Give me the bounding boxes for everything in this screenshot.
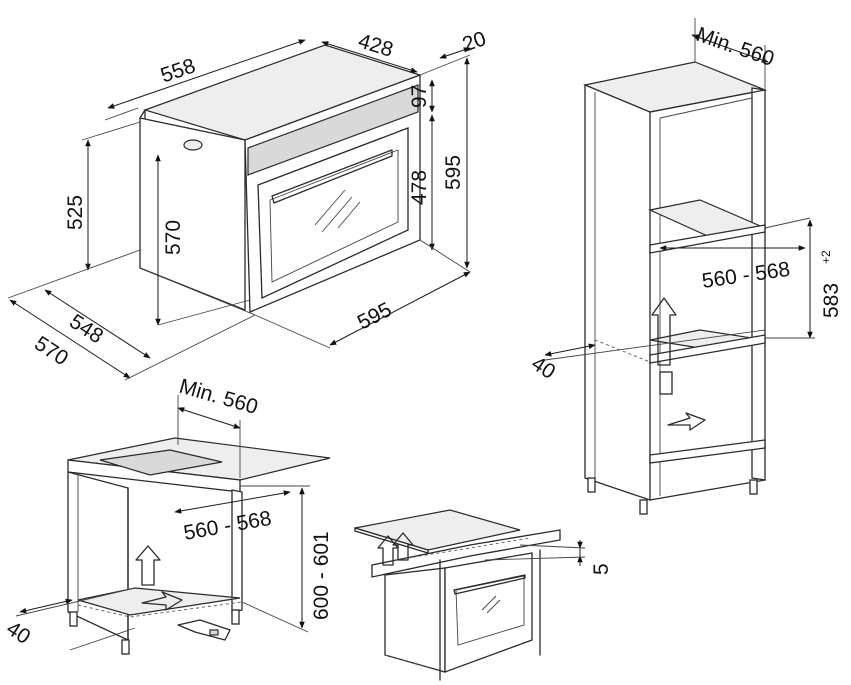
dim-line-min560-bottom — [177, 407, 241, 429]
dim-line-min560 — [691, 34, 769, 63]
ext-line — [419, 239, 471, 273]
cabinet-foot — [587, 477, 596, 493]
cabinet-front-bottom — [649, 479, 766, 501]
ext-line — [764, 217, 811, 229]
label-min-560-bottom: Min. 560 — [177, 375, 261, 419]
cabinet-foot — [231, 609, 240, 625]
cabinet-inner-edge — [659, 97, 753, 119]
cabinet-lower-shelf-front — [649, 334, 766, 364]
airflow-up-arrow — [377, 535, 399, 566]
ext-line — [419, 54, 471, 76]
built-in-oven-front — [444, 552, 533, 673]
cabinet-foot — [749, 479, 758, 495]
label-40-bottom: 40 — [2, 617, 34, 649]
label-560-568: 560 - 568 — [700, 258, 791, 293]
ext-line — [241, 601, 309, 633]
dim-line-40-bottom — [19, 598, 73, 614]
built-in-oven-handle — [453, 574, 526, 595]
cabinet-foot — [639, 499, 648, 515]
label-40-top: 40 — [527, 352, 559, 384]
floor-hidden-edge — [77, 601, 243, 618]
dim-line-560-568-bottom — [174, 490, 291, 514]
dim-line-558 — [107, 39, 306, 109]
label-min-560: Min. 560 — [693, 23, 777, 71]
label-20: 20 — [459, 27, 489, 56]
oven-back-lip — [139, 109, 146, 119]
airflow-up-arrow — [651, 297, 677, 366]
label-570-depth: 570 — [30, 332, 72, 370]
ext-line — [7, 249, 141, 299]
glass-reflection — [337, 201, 361, 229]
oven-door-glass — [269, 149, 399, 283]
base-cabinet-floor — [77, 587, 241, 616]
dim-line-20 — [439, 47, 471, 59]
dim-line-595h — [329, 271, 471, 346]
cabinet-front-top — [649, 89, 766, 113]
label-5: 5 — [590, 563, 613, 575]
label-560-568-bottom: 560 - 568 — [182, 507, 273, 545]
ext-line — [519, 544, 586, 549]
airflow-up-arrow — [392, 532, 414, 561]
cabinet-foot — [69, 611, 78, 627]
airflow-in-arrow — [667, 412, 706, 431]
oven-hidden-edge — [384, 654, 431, 669]
label-97: 97 — [408, 85, 431, 108]
ext-line — [254, 314, 331, 349]
built-in-oven-door — [455, 575, 525, 646]
label-600-601: 600 - 601 — [310, 531, 333, 620]
label-478: 478 — [408, 170, 431, 205]
under-counter-drawing: Min. 560 560 - 568 600 - 601 40 — [2, 375, 333, 655]
ext-line — [69, 627, 136, 651]
ext-line — [544, 329, 766, 361]
glass-reflection — [314, 189, 346, 226]
cabinet-bottom-shelf — [649, 439, 766, 464]
vent-marker — [209, 629, 219, 636]
label-570-vertical: 570 — [162, 220, 185, 255]
hob-install-drawing: 5 — [354, 509, 613, 681]
oven-side-body — [139, 117, 246, 311]
ext-line — [124, 314, 256, 381]
ext-line — [15, 587, 136, 617]
glass-reflection — [321, 196, 353, 233]
worktop-section — [371, 529, 561, 578]
label-525: 525 — [64, 195, 87, 230]
ext-line — [104, 107, 139, 121]
airflow-up-arrow — [135, 545, 161, 586]
cable-hole — [183, 139, 203, 151]
oven-door — [257, 127, 409, 300]
oven-control-panel — [247, 84, 419, 176]
ext-line — [81, 121, 141, 141]
label-548: 548 — [65, 310, 107, 348]
glass-reflection — [486, 599, 501, 614]
built-in-oven-side — [384, 567, 446, 673]
heat-indicator — [659, 371, 673, 395]
label-583: 583 — [820, 283, 843, 318]
ext-line — [484, 556, 586, 561]
cutout-hidden-edge — [394, 537, 531, 561]
niche-hidden-edge — [594, 339, 651, 363]
label-595-vertical: 595 — [442, 155, 465, 190]
label-558: 558 — [158, 54, 199, 87]
tall-cabinet-drawing: Min. 560 560 - 568 583 +2 40 — [527, 18, 843, 515]
floor-vent-plate — [177, 619, 231, 641]
label-583-tolerance: +2 — [819, 250, 833, 264]
dim-line-428 — [321, 41, 418, 73]
hob-cutout — [99, 449, 223, 476]
ext-line — [157, 299, 251, 326]
cabinet-foot — [121, 639, 130, 655]
oven-door-handle — [271, 149, 393, 204]
dim-line-40 — [544, 343, 596, 357]
glass-reflection — [481, 595, 497, 611]
dim-line-570d — [9, 299, 131, 379]
base-cabinet-right — [231, 489, 243, 613]
oven-drawing: 558 428 20 97 478 595 525 570 595 548 57… — [7, 27, 489, 381]
airflow-in-arrow — [141, 591, 183, 611]
